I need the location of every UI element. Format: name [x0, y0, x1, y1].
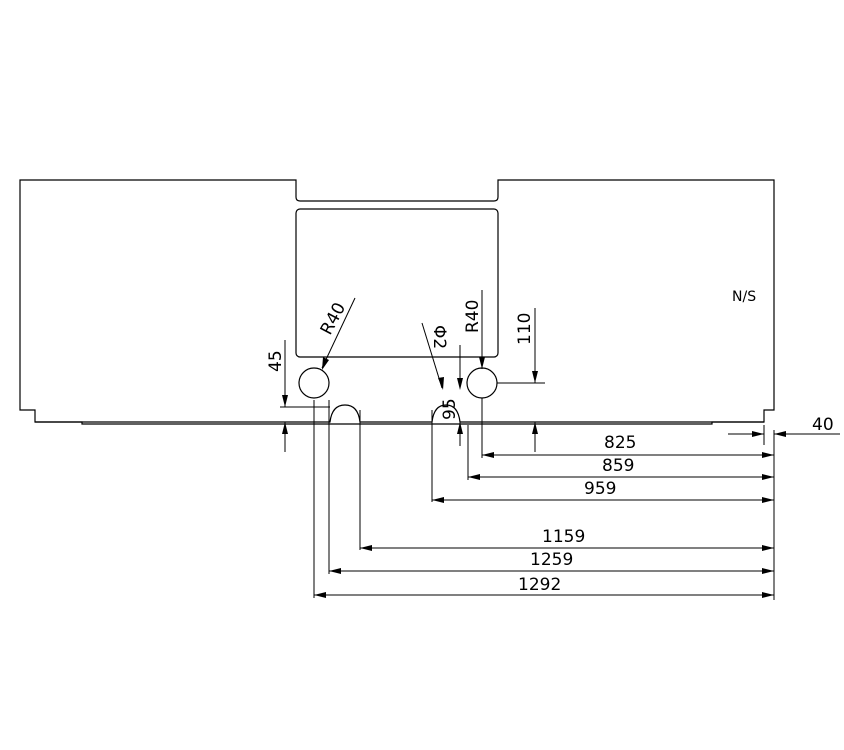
- dim-825-label: 825: [604, 433, 636, 453]
- bottom-edge: [35, 404, 764, 423]
- part-outline: [19, 179, 775, 425]
- phi-label: Φ2: [429, 325, 449, 349]
- hole-right: [466, 367, 498, 399]
- dim-95-label: 95: [440, 398, 460, 420]
- hole-left: [298, 367, 330, 399]
- radius-right-leader: R40: [463, 290, 485, 369]
- dim-1292-label: 1292: [518, 575, 561, 595]
- radius-left-leader: R40: [317, 297, 356, 370]
- dim-959: 959: [432, 479, 774, 503]
- dim-1159-label: 1159: [542, 527, 585, 547]
- dim-45: 45: [266, 340, 330, 452]
- inner-cutout: [295, 208, 499, 358]
- dim-825: 825: [482, 433, 774, 458]
- dim-40-label: 40: [812, 415, 834, 435]
- dim-40: 40: [728, 415, 840, 445]
- radius-right-label: R40: [463, 300, 483, 333]
- dim-110-label: 110: [515, 313, 535, 345]
- dim-1259-label: 1259: [530, 550, 573, 570]
- phi-leader: Φ2: [421, 322, 463, 390]
- dim-1292: 1292: [314, 575, 774, 598]
- ns-note: N/S: [732, 289, 756, 305]
- dim-959-label: 959: [584, 479, 616, 499]
- dim-1159: 1159: [360, 527, 774, 551]
- dim-45-label: 45: [266, 350, 286, 372]
- dim-859-label: 859: [602, 456, 634, 476]
- dim-110: 110: [480, 308, 545, 452]
- dim-95: 95: [440, 398, 463, 446]
- dim-859: 859: [468, 456, 774, 480]
- dim-1259: 1259: [329, 550, 774, 574]
